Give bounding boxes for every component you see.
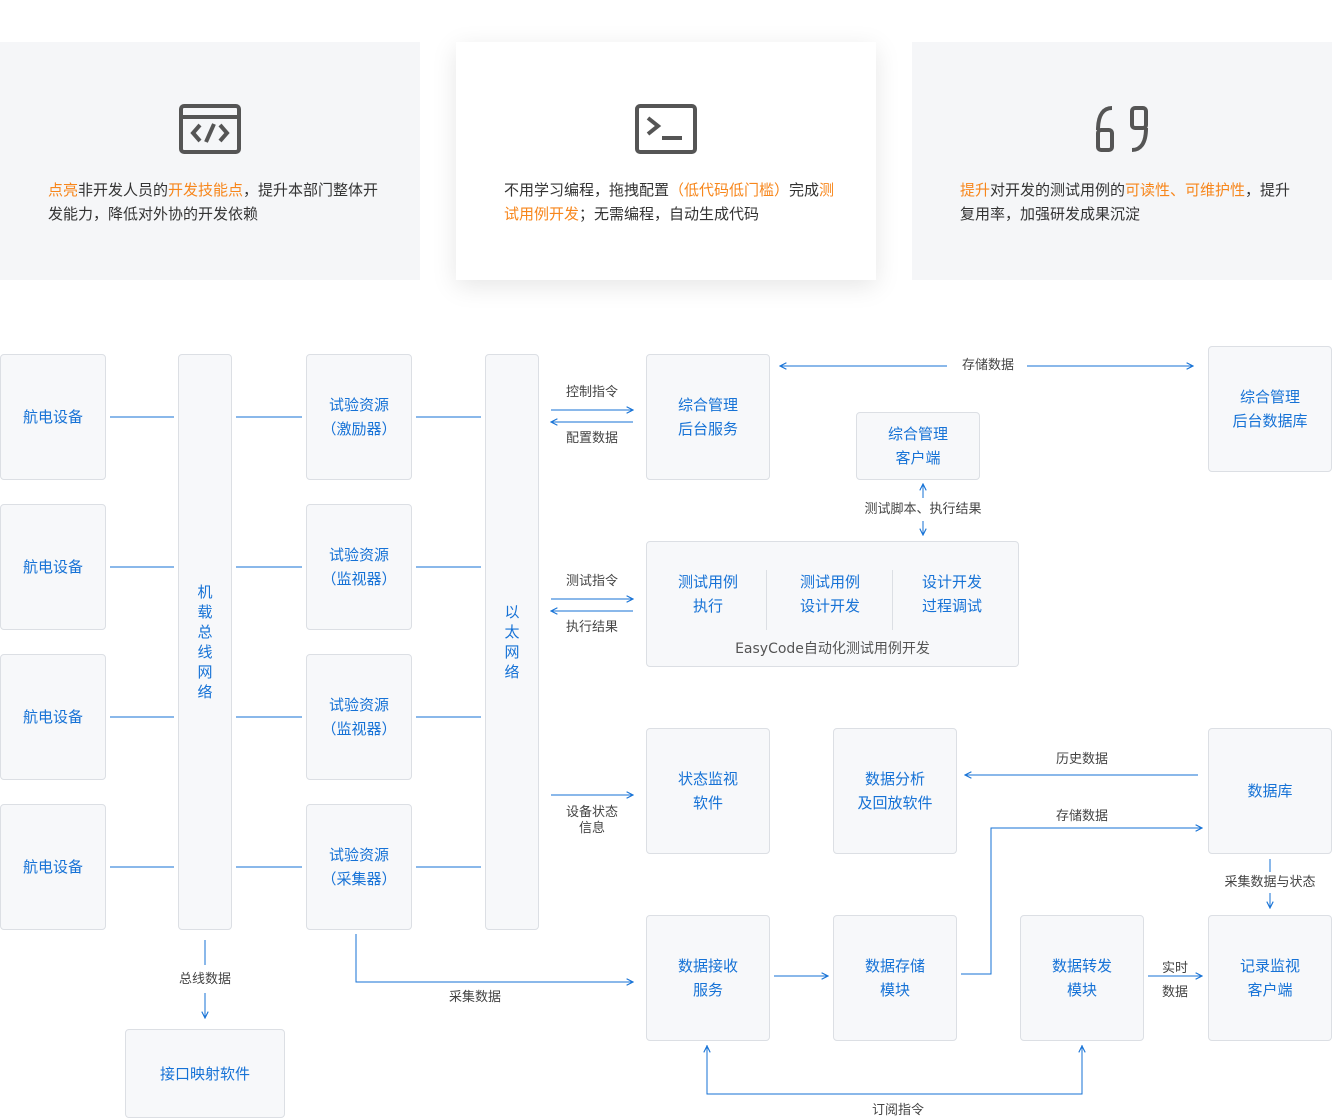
mgmt-backend-database: 综合管理后台数据库 xyxy=(1208,346,1332,472)
desc-text: ，提升复用率，加强研发成果沉淀 xyxy=(960,181,1291,223)
easycode-cell-debug: 设计开发过程调试 xyxy=(921,573,982,615)
terminal-icon xyxy=(635,104,697,154)
desc-text: 不用学习编程，拖拽配置 xyxy=(504,181,670,199)
desc-text: 对开发的测试用例的 xyxy=(990,181,1126,199)
feature-desc: 提升对开发的测试用例的可读性、可维护性，提升复用率，加强研发成果沉淀 xyxy=(960,178,1292,226)
test-resource-monitor-1: 试验资源（监视器） xyxy=(306,504,412,630)
easycode-cell-exec: 测试用例执行 xyxy=(677,573,738,615)
data-storage-module: 数据存储模块 xyxy=(833,915,957,1041)
avionics-device-1: 航电设备 xyxy=(0,354,106,480)
label-script-result: 测试脚本、执行结果 xyxy=(858,502,988,518)
interface-mapping-software: 接口映射软件 xyxy=(125,1029,285,1118)
data-forward-module: 数据转发模块 xyxy=(1020,915,1144,1041)
highlight-text: 测试用例开发 xyxy=(504,181,835,223)
divider xyxy=(892,570,893,630)
status-monitor-software: 状态监视软件 xyxy=(646,728,770,854)
desc-text: ，提升本部门整体开发能力，降低对外协的开发依赖 xyxy=(48,181,379,223)
mgmt-backend-service: 综合管理后台服务 xyxy=(646,354,770,480)
easycode-cell-design: 测试用例设计开发 xyxy=(799,573,860,615)
label-history-data: 历史数据 xyxy=(1055,752,1109,767)
label-device-status: 设备状态信息 xyxy=(565,805,619,836)
feature-card-1: 点亮非开发人员的开发技能点，提升本部门整体开发能力，降低对外协的开发依赖 xyxy=(0,42,420,280)
feature-desc: 点亮非开发人员的开发技能点，提升本部门整体开发能力，降低对外协的开发依赖 xyxy=(48,178,380,226)
divider xyxy=(766,570,767,630)
label-collect-status: 采集数据与状态 xyxy=(1218,875,1322,891)
test-resource-stimulator: 试验资源（激励器） xyxy=(306,354,412,480)
ethernet-network: 以太网络 xyxy=(485,354,539,930)
feature-card-2: 不用学习编程，拖拽配置（低代码低门槛）完成测试用例开发；无需编程，自动生成代码 xyxy=(456,42,876,280)
data-receive-service: 数据接收服务 xyxy=(646,915,770,1041)
desc-text: 完成 xyxy=(789,181,820,199)
avionics-device-4: 航电设备 xyxy=(0,804,106,930)
label-realtime-data: 实时数据 xyxy=(1161,961,1189,1000)
avionics-device-3: 航电设备 xyxy=(0,654,106,780)
test-resource-monitor-2: 试验资源（监视器） xyxy=(306,654,412,780)
airborne-bus-network: 机载总线网络 xyxy=(178,354,232,930)
label-store-data-top: 存储数据 xyxy=(961,358,1015,373)
label-exec-result: 执行结果 xyxy=(565,620,619,635)
feature-card-3: 提升对开发的测试用例的可读性、可维护性，提升复用率，加强研发成果沉淀 xyxy=(912,42,1332,280)
highlight-text: （低代码低门槛） xyxy=(669,181,790,199)
label-control-cmd: 控制指令 xyxy=(565,385,619,400)
label-test-cmd: 测试指令 xyxy=(565,574,619,589)
database: 数据库 xyxy=(1208,728,1332,854)
data-analysis-playback-software: 数据分析及回放软件 xyxy=(833,728,957,854)
test-resource-collector: 试验资源（采集器） xyxy=(306,804,412,930)
highlight-text: 提升 xyxy=(960,181,991,199)
label-bus-data: 总线数据 xyxy=(178,972,232,987)
record-monitor-client: 记录监视客户端 xyxy=(1208,915,1332,1041)
highlight-text: 可读性、可维护性 xyxy=(1125,181,1246,199)
desc-text: ；无需编程，自动生成代码 xyxy=(579,205,760,223)
mgmt-client: 综合管理客户端 xyxy=(856,412,980,480)
feature-desc: 不用学习编程，拖拽配置（低代码低门槛）完成测试用例开发；无需编程，自动生成代码 xyxy=(504,178,836,226)
label-subscribe-cmd: 订阅指令 xyxy=(871,1103,925,1118)
label-collect-data: 采集数据 xyxy=(448,990,502,1005)
highlight-text: 点亮 xyxy=(48,181,79,199)
highlight-text: 开发技能点 xyxy=(168,181,244,199)
desc-text: 非开发人员的 xyxy=(78,181,169,199)
code-window-icon xyxy=(179,104,241,154)
label-store-data: 存储数据 xyxy=(1055,809,1109,824)
label-config-data: 配置数据 xyxy=(565,431,619,446)
easycode-caption: EasyCode自动化测试用例开发 xyxy=(735,641,930,657)
easycode-panel: 测试用例执行 测试用例设计开发 设计开发过程调试 EasyCode自动化测试用例… xyxy=(646,541,1019,667)
avionics-device-2: 航电设备 xyxy=(0,504,106,630)
quote-icon xyxy=(1096,106,1148,152)
